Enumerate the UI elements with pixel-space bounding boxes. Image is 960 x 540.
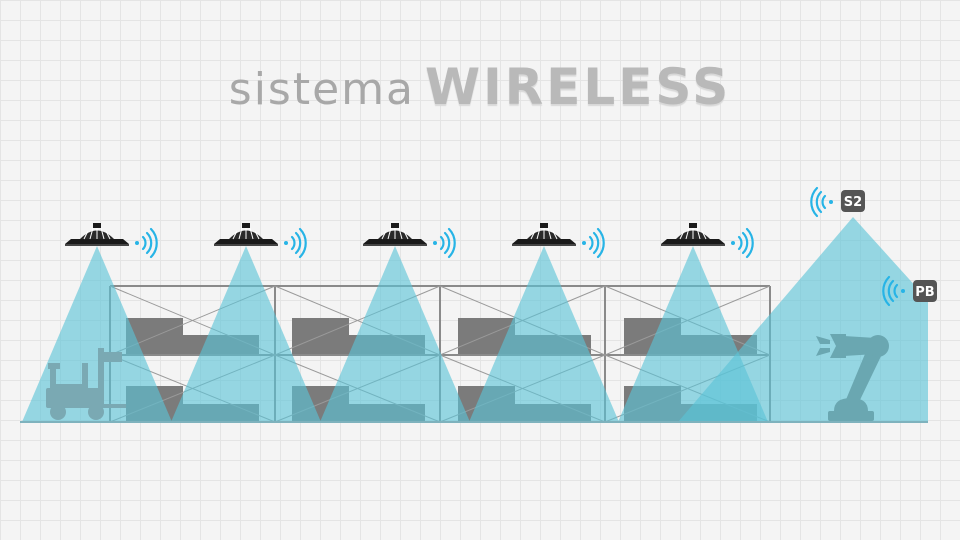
- wifi-signal-icon: [133, 227, 158, 259]
- sensor-tag-pb: PB: [913, 280, 937, 302]
- title-main: WIRELESS: [425, 58, 732, 116]
- forklift-icon: [46, 348, 126, 420]
- coverage-cone-1: [22, 246, 172, 422]
- sensor-s2-label: S2: [844, 195, 862, 210]
- wifi-signal-icon: [729, 227, 754, 259]
- coverage-cone-2: [171, 246, 321, 422]
- coverage-cone-4: [469, 246, 619, 422]
- high-bay-lamp-icon: [64, 222, 130, 247]
- wifi-signal-icon: [282, 227, 307, 259]
- high-bay-lamp-icon: [511, 222, 577, 247]
- high-bay-lamp-icon: [362, 222, 428, 247]
- wifi-signal-icon: [810, 186, 835, 218]
- coverage-cone-3: [320, 246, 470, 422]
- title-prefix: sistema: [228, 64, 415, 115]
- sensor-pb-label: PB: [915, 285, 934, 300]
- high-bay-lamp-icon: [213, 222, 279, 247]
- robot-arm-icon: [816, 334, 889, 421]
- wifi-signal-icon: [580, 227, 605, 259]
- sensor-tag-s2: S2: [841, 190, 865, 212]
- wifi-signal-icon: [431, 227, 456, 259]
- high-bay-lamp-icon: [660, 222, 726, 247]
